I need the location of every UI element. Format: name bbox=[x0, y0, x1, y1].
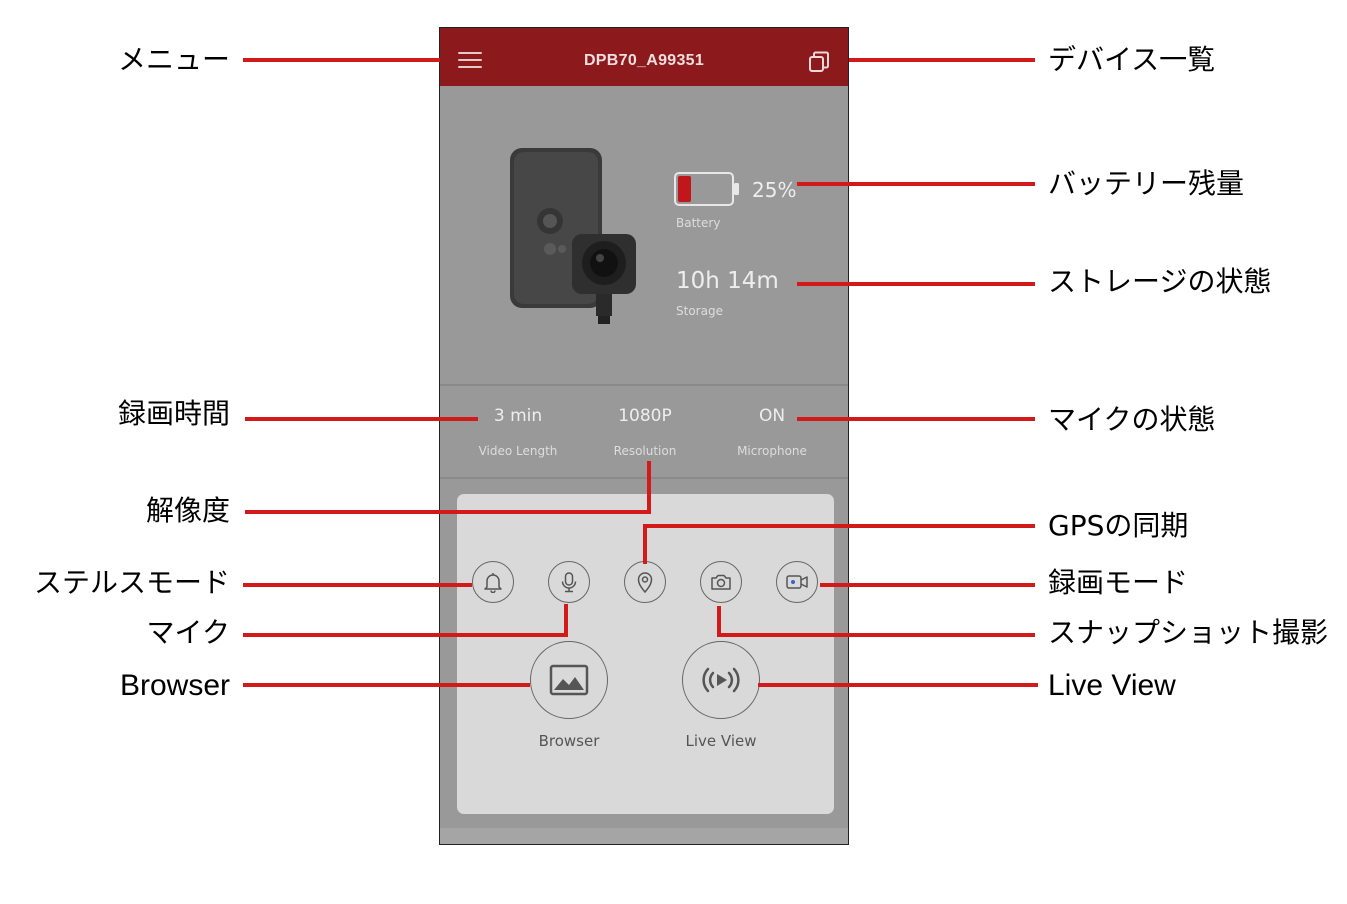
callout-line-snapshot bbox=[717, 633, 1035, 637]
video-length-label: Video Length bbox=[478, 444, 558, 458]
label-record-mode: 録画モード bbox=[1048, 566, 1189, 599]
video-length-value: 3 min bbox=[493, 406, 543, 426]
storage-label: Storage bbox=[676, 304, 723, 318]
callout-line-stealth-mode bbox=[243, 583, 472, 587]
top-bar: DPB70_A99351 bbox=[440, 28, 848, 86]
browser-label: Browser bbox=[538, 732, 600, 750]
label-stealth-mode: ステルスモード bbox=[33, 566, 230, 599]
camera-icon bbox=[711, 574, 731, 590]
browser-button[interactable] bbox=[530, 641, 608, 719]
callout-line-device-list bbox=[849, 58, 1035, 62]
resolution-label: Resolution bbox=[613, 444, 677, 458]
callout-line-browser bbox=[243, 683, 530, 687]
callout-line-resolution-vertical bbox=[647, 461, 651, 514]
callout-line-storage bbox=[797, 282, 1035, 286]
label-live-view: Live View bbox=[1048, 669, 1176, 702]
video-length-stat: 3 min Video Length bbox=[453, 406, 583, 458]
label-mic-status: マイクの状態 bbox=[1048, 403, 1216, 436]
microphone-stat: ON Microphone bbox=[707, 406, 837, 458]
callout-line-video-length bbox=[245, 417, 478, 421]
callout-line-mic-status bbox=[797, 417, 1035, 421]
callout-line-resolution bbox=[245, 510, 651, 514]
label-video-length: 録画時間 bbox=[117, 397, 230, 430]
label-device-list: デバイス一覧 bbox=[1048, 43, 1216, 76]
label-mic: マイク bbox=[146, 616, 230, 649]
callout-line-live-view bbox=[758, 683, 1038, 687]
location-pin-icon bbox=[637, 572, 653, 593]
divider bbox=[440, 384, 848, 386]
bottom-strip bbox=[440, 828, 848, 844]
callout-line-snapshot-vertical bbox=[717, 606, 721, 637]
callout-line-gps-sync-vertical bbox=[643, 524, 647, 564]
device-title: DPB70_A99351 bbox=[583, 52, 705, 69]
label-resolution: 解像度 bbox=[145, 494, 230, 527]
resolution-value: 1080P bbox=[618, 406, 672, 426]
microphone-button[interactable] bbox=[548, 561, 590, 603]
hamburger-menu-icon[interactable] bbox=[458, 52, 482, 70]
record-mode-button[interactable] bbox=[776, 561, 818, 603]
microphone-label: Microphone bbox=[737, 444, 807, 458]
callout-line-gps-sync bbox=[643, 524, 1035, 528]
storage-value: 10h 14m bbox=[676, 268, 779, 294]
label-gps-sync: GPSの同期 bbox=[1048, 509, 1189, 542]
callout-line-record-mode bbox=[820, 583, 1035, 587]
gallery-icon bbox=[549, 664, 589, 696]
resolution-stat: 1080P Resolution bbox=[580, 406, 710, 458]
callout-line-mic-vertical bbox=[564, 604, 568, 637]
label-snapshot: スナップショット撮影 bbox=[1048, 616, 1329, 649]
video-camera-icon bbox=[786, 575, 808, 589]
gps-sync-button[interactable] bbox=[624, 561, 666, 603]
battery-icon bbox=[674, 172, 739, 206]
label-browser: Browser bbox=[119, 669, 230, 702]
live-view-label: Live View bbox=[685, 732, 757, 750]
divider bbox=[440, 477, 848, 479]
phone-screen: DPB70_A99351 25% Battery 10h 14m Storage… bbox=[439, 27, 849, 845]
microphone-value: ON bbox=[758, 406, 786, 426]
snapshot-button[interactable] bbox=[700, 561, 742, 603]
label-menu: メニュー bbox=[117, 43, 230, 76]
label-battery: バッテリー残量 bbox=[1048, 167, 1245, 200]
bell-icon bbox=[484, 573, 502, 593]
camera-device-image bbox=[510, 148, 636, 324]
battery-label: Battery bbox=[676, 216, 721, 230]
microphone-icon bbox=[561, 572, 577, 593]
battery-value: 25% bbox=[752, 178, 797, 202]
label-storage: ストレージの状態 bbox=[1048, 265, 1272, 298]
callout-line-battery bbox=[797, 182, 1035, 186]
live-view-button[interactable] bbox=[682, 641, 760, 719]
callout-line-mic bbox=[243, 633, 568, 637]
stealth-mode-button[interactable] bbox=[472, 561, 514, 603]
live-broadcast-icon bbox=[702, 667, 740, 693]
callout-line-menu bbox=[243, 58, 440, 62]
device-list-icon[interactable] bbox=[808, 51, 830, 73]
